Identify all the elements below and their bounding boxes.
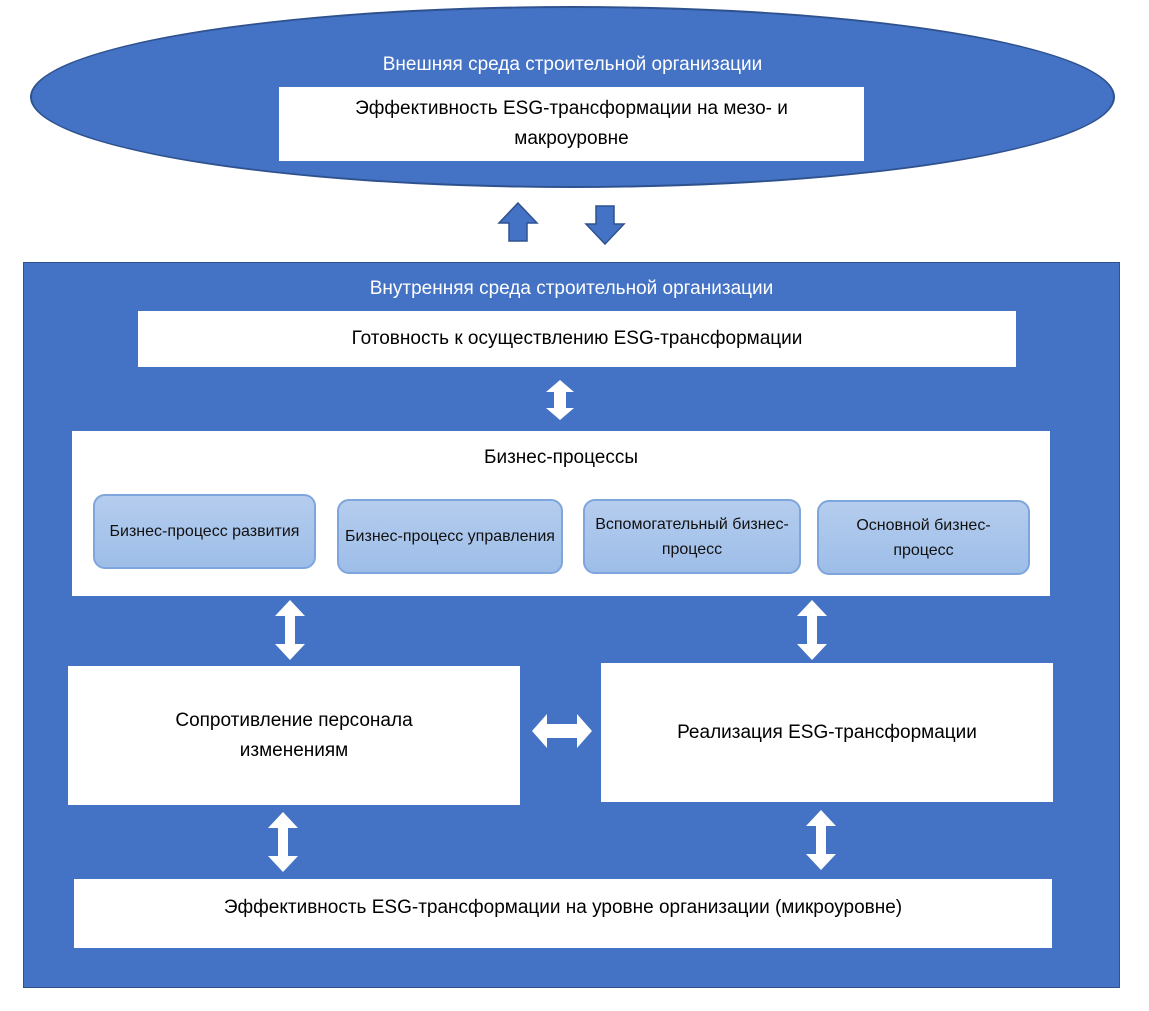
- subprocess-development: Бизнес-процесс развития: [93, 494, 316, 569]
- subprocess-core: Основной бизнес-процесс: [817, 500, 1030, 575]
- internal-environment-panel: [23, 262, 1120, 988]
- external-environment-title: Внешняя среда строительной организации: [382, 54, 763, 75]
- readiness-box: Готовность к осуществлению ESG-трансформ…: [138, 311, 1016, 367]
- esg-implementation-box: Реализация ESG-трансформации: [601, 663, 1053, 802]
- arrow-down-icon: [584, 205, 626, 246]
- meso-macro-efficiency-box: Эффективность ESG-трансформации на мезо-…: [279, 87, 864, 161]
- double-arrow-vertical-icon: [806, 810, 836, 870]
- double-arrow-vertical-icon: [268, 812, 298, 872]
- subprocess-auxiliary: Вспомогательный бизнес-процесс: [583, 499, 801, 574]
- micro-efficiency-box: Эффективность ESG-трансформации на уровн…: [74, 879, 1052, 948]
- double-arrow-vertical-icon: [546, 380, 574, 420]
- double-arrow-vertical-icon: [797, 600, 827, 660]
- subprocess-management: Бизнес-процесс управления: [337, 499, 563, 574]
- arrow-up-icon: [497, 201, 539, 242]
- staff-resistance-box: Сопротивление персонала изменениям: [68, 666, 520, 805]
- business-processes-title: Бизнес-процессы: [484, 447, 638, 468]
- double-arrow-vertical-icon: [275, 600, 305, 660]
- internal-environment-title: Внутренняя среда строительной организаци…: [369, 278, 774, 299]
- double-arrow-horizontal-icon: [532, 714, 592, 748]
